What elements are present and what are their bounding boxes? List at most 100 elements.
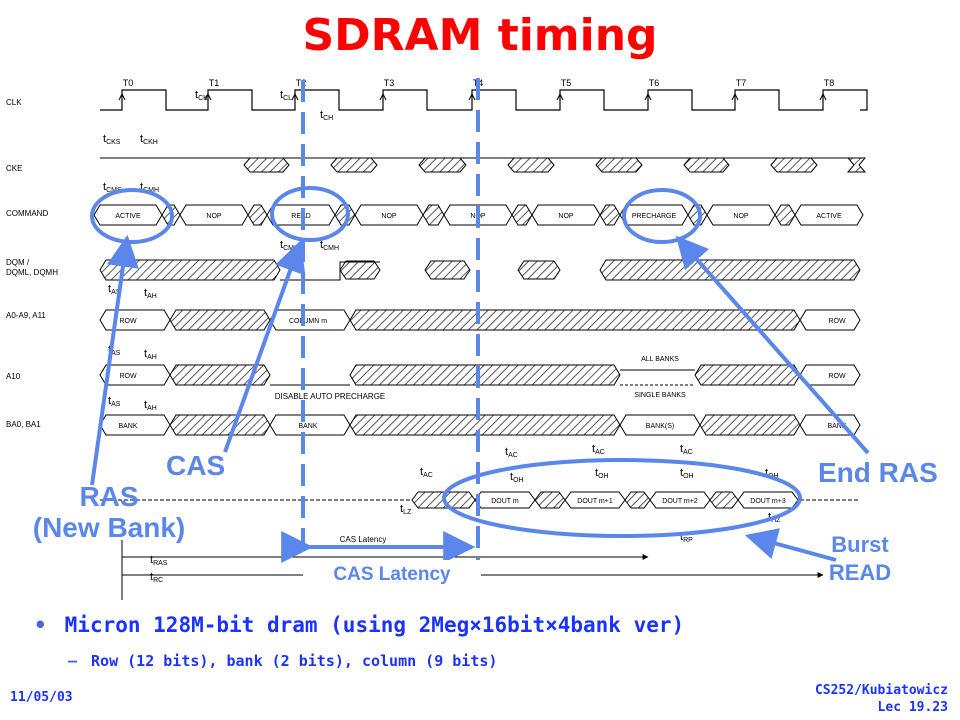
addr-label: COLUMN m <box>289 318 327 325</box>
command-label: NOP <box>381 213 397 220</box>
clock-edge-arrow <box>379 92 387 101</box>
bullet-text: Micron 128M-bit dram (using 2Meg×16bit×4… <box>64 613 685 637</box>
command-cell <box>794 204 864 226</box>
dqm-hatch <box>99 259 281 281</box>
timing-param-label: tAC <box>420 466 433 479</box>
timing-param-label: tCKS <box>103 133 121 146</box>
signal-label: CLK <box>6 98 22 107</box>
timing-param-label: tAC <box>505 446 518 459</box>
dqm-hatch <box>599 259 861 281</box>
cas-latency-inner-label: CAS Latency <box>340 535 387 544</box>
dq-label: DOUT m+1 <box>577 498 613 505</box>
timing-param-label: tCH <box>320 109 333 122</box>
a10-hatch <box>169 364 271 386</box>
ras-annotation: RAS (New Bank) <box>4 481 214 543</box>
dq-label: DOUT m+2 <box>662 498 698 505</box>
clock-label: T7 <box>736 78 747 88</box>
dq-hatch <box>709 491 739 509</box>
timing-param-label: tAH <box>144 348 157 361</box>
signal-label: A10 <box>6 372 21 381</box>
clock-label: T0 <box>123 78 134 88</box>
clock-label: T3 <box>384 78 395 88</box>
command-label: NOP <box>558 213 574 220</box>
new-bank-label: (New Bank) <box>32 512 186 543</box>
bank-label: BANK <box>827 423 846 430</box>
clock-label: T6 <box>649 78 660 88</box>
burst-highlight-ellipse <box>442 458 802 538</box>
clock-edge-arrow <box>118 92 126 101</box>
dq-hatch <box>624 491 651 509</box>
command-label: ACTIVE <box>115 213 141 220</box>
signal-label: COMMAND <box>6 209 48 218</box>
command-hatch <box>774 204 796 226</box>
cas-arrow <box>223 239 306 453</box>
sub-bullet-dash: – <box>68 652 78 670</box>
dq-label: DOUT m+3 <box>750 498 786 505</box>
bank-hatch <box>699 414 801 436</box>
timing-param-label: tLZ <box>400 503 412 516</box>
sub-bullet: –Row (12 bits), bank (2 bits), column (9… <box>68 652 497 670</box>
dqm-line <box>280 261 380 281</box>
burst-label: Burst <box>831 532 889 557</box>
timing-param-label: tAH <box>144 287 157 300</box>
a10-hatch <box>694 364 801 386</box>
burst-read-annotation: Burst READ <box>805 531 915 587</box>
a10-hatch <box>349 364 621 386</box>
bank-hatch <box>169 414 271 436</box>
clock-edge-arrow <box>468 92 476 101</box>
footer-course: CS252/Kubiatowicz <box>814 683 948 698</box>
read-highlight-ellipse <box>270 186 350 242</box>
signal-label: BA0, BA1 <box>6 420 41 429</box>
bank-label: BANK <box>298 423 317 430</box>
timing-param-label: tAC <box>592 443 605 456</box>
ras-arrow <box>90 234 139 486</box>
command-hatch <box>599 204 621 226</box>
timing-param-label: tOH <box>595 467 609 480</box>
disable-label: DISABLE AUTO PRECHARGE <box>275 392 386 401</box>
addr-label: ROW <box>119 318 137 325</box>
dqm-hatch <box>424 260 471 280</box>
a10-label: ALL BANKS <box>641 356 679 363</box>
timing-param-label: tOH <box>510 471 524 484</box>
timing-param-label: tCL <box>280 89 292 102</box>
command-label: ACTIVE <box>816 213 842 220</box>
cke-hatched-region <box>243 157 290 173</box>
command-label: NOP <box>733 213 749 220</box>
signal-label: DQML, DQMH <box>6 268 58 277</box>
dqm-hatch <box>339 260 381 280</box>
timing-param-label: tAS <box>108 283 121 296</box>
dq-label: DOUT m <box>491 498 519 505</box>
command-label: NOP <box>206 213 222 220</box>
end-ras-annotation: End RAS <box>818 457 938 488</box>
slide-title: SDRAM timing <box>302 10 658 61</box>
clock-label: T1 <box>209 78 220 88</box>
clock-edge-arrow <box>731 92 739 101</box>
dqm-hatch <box>517 260 561 280</box>
command-hatch <box>247 204 268 226</box>
read-label: READ <box>828 560 892 585</box>
cke-hatched-region <box>330 157 378 173</box>
addr-hatch <box>349 309 801 331</box>
end-ras-arrow <box>675 235 870 455</box>
command-hatch <box>511 204 533 226</box>
cke-hatched-region <box>683 157 730 173</box>
sub-bullet-text: Row (12 bits), bank (2 bits), column (9 … <box>91 652 498 670</box>
bank-label: BANK <box>118 423 137 430</box>
addr-label: ROW <box>828 318 846 325</box>
bullet-point: •Micron 128M-bit dram (using 2Meg×16bit×… <box>34 613 684 637</box>
cas-annotation: CAS <box>166 450 226 481</box>
cke-hatched-region <box>595 157 643 173</box>
timing-param-label: tRC <box>150 571 163 584</box>
clock-label: T5 <box>561 78 572 88</box>
footer-date: 11/05/03 <box>10 690 73 705</box>
dq-hatch <box>534 491 566 509</box>
timing-param-label: tCKH <box>140 133 158 146</box>
clock-edge-arrow <box>204 92 212 101</box>
signal-label: A0-A9, A11 <box>6 311 46 320</box>
timing-param-label: tCMH <box>140 181 159 194</box>
cke-hatched-region <box>507 157 555 173</box>
timing-param-label: tAS <box>108 395 121 408</box>
ras-label: RAS <box>79 481 139 512</box>
timing-param-label: tRP <box>680 531 693 544</box>
